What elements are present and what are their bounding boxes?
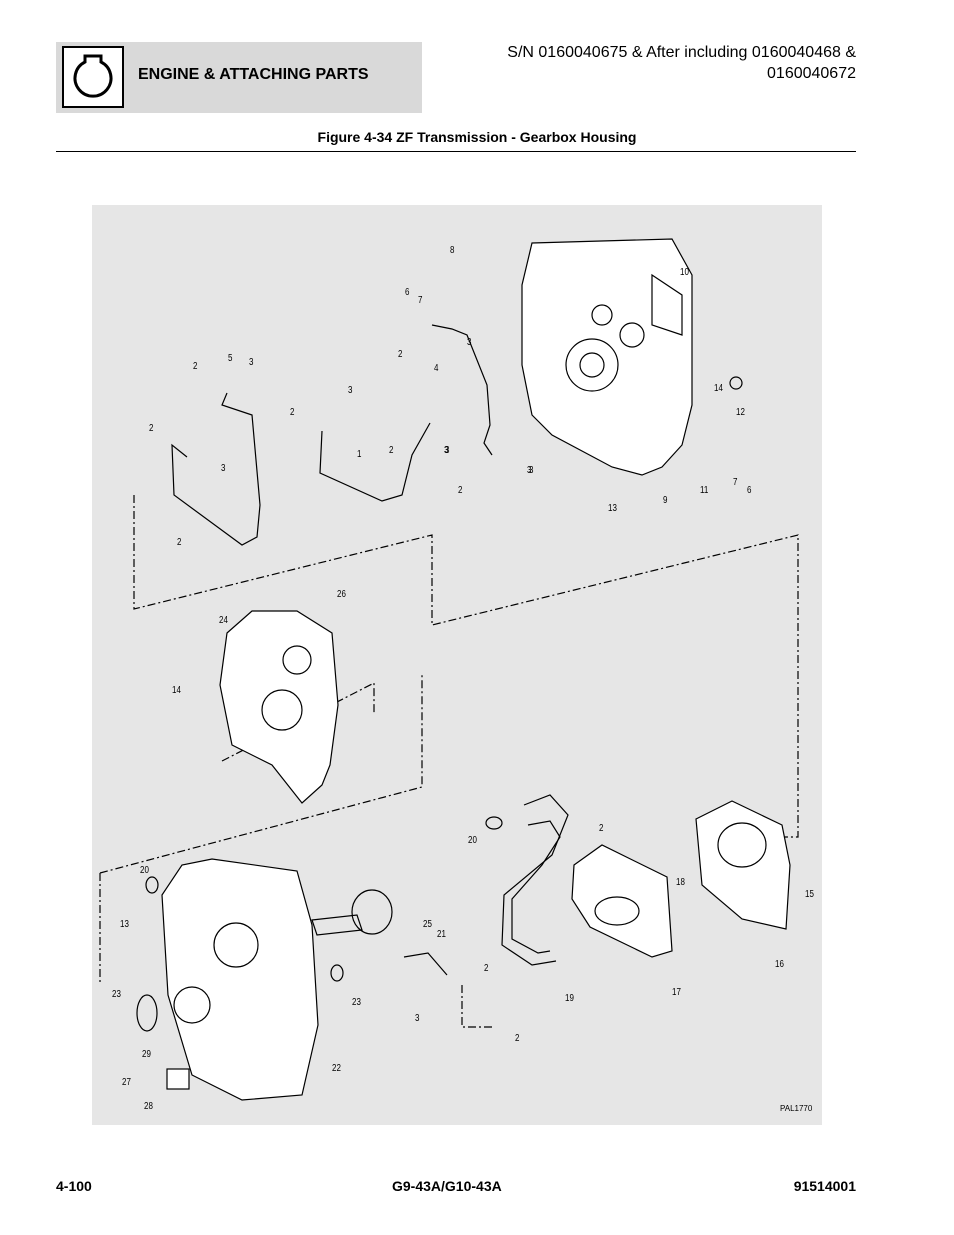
- callout-label: 4: [434, 363, 439, 374]
- callout-label: 2: [458, 485, 463, 496]
- diagram-linework: [99, 238, 799, 1101]
- section-title: ENGINE & ATTACHING PARTS: [138, 66, 369, 83]
- callout-label: 12: [736, 407, 745, 418]
- callout-label: 13: [120, 919, 129, 930]
- callout-label: 10: [680, 267, 689, 278]
- callout-label: 3: [348, 385, 353, 396]
- callout-label: 29: [142, 1049, 151, 1060]
- callout-label: 2: [193, 361, 198, 372]
- callout-label: 6: [747, 485, 752, 496]
- callout-label: 28: [144, 1101, 153, 1112]
- callout-label: 14: [714, 383, 723, 394]
- callout-label: 13: [608, 503, 617, 514]
- header-rule: [56, 151, 856, 152]
- callout-label: 16: [775, 959, 784, 970]
- callout-label: 17: [672, 987, 681, 998]
- callout-label: 9: [663, 495, 668, 506]
- callout-label: 3: [249, 357, 254, 368]
- callout-label: 3: [467, 337, 472, 348]
- callout-label: 19: [565, 993, 574, 1004]
- callout-label: 2: [290, 407, 295, 418]
- manual-part-number: 91514001: [793, 1178, 856, 1194]
- callout-label: 2: [389, 445, 394, 456]
- callout-label: 2: [398, 349, 403, 360]
- callout-label: 3: [529, 465, 534, 476]
- callout-label: 6: [405, 287, 410, 298]
- callout-label: 18: [676, 877, 685, 888]
- figure-caption: Figure 4-34 ZF Transmission - Gearbox Ho…: [317, 129, 637, 145]
- callout-label: 3: [445, 445, 450, 456]
- callout-label: 11: [700, 485, 709, 496]
- model-number: G9-43A/G10-43A: [392, 1178, 502, 1194]
- callout-label: 26: [337, 589, 346, 600]
- callout-label: 3: [415, 1013, 420, 1024]
- callout-label: 2: [177, 537, 182, 548]
- callout-label: 23: [352, 997, 361, 1008]
- callout-label: 21: [437, 929, 446, 940]
- callout-label: 25: [423, 919, 432, 930]
- callout-label: 2: [149, 423, 154, 434]
- exploded-parts-diagram: 8 10 6 7 3 2 4 5 3 2 3 14 12 3 2 3 1 2 3…: [92, 205, 822, 1125]
- callout-label: 7: [733, 477, 738, 488]
- engine-section-icon: [62, 46, 124, 108]
- callout-label: 8: [450, 245, 455, 256]
- callout-label: 15: [805, 889, 814, 900]
- callout-label: 22: [332, 1063, 341, 1074]
- callout-label: 1: [357, 449, 362, 460]
- callout-label: 14: [172, 685, 181, 696]
- callout-label: 3: [527, 465, 532, 476]
- callout-label: 3: [444, 445, 449, 456]
- callout-label: 23: [112, 989, 121, 1000]
- callout-label: 5: [228, 353, 233, 364]
- callout-label: 7: [418, 295, 423, 306]
- drawing-id: PAL1770: [780, 1104, 813, 1113]
- callout-label: 2: [599, 823, 604, 834]
- callout-label: 2: [484, 963, 489, 974]
- callout-label: 27: [122, 1077, 131, 1088]
- callout-label: 20: [140, 865, 149, 876]
- callout-label: 3: [221, 463, 226, 474]
- callout-label: 2: [515, 1033, 520, 1044]
- page-number: 4-100: [56, 1178, 92, 1194]
- serial-number-range: S/N 0160040675 & After including 0160040…: [507, 44, 856, 82]
- callout-label: 20: [468, 835, 477, 846]
- callout-label: 24: [219, 615, 228, 626]
